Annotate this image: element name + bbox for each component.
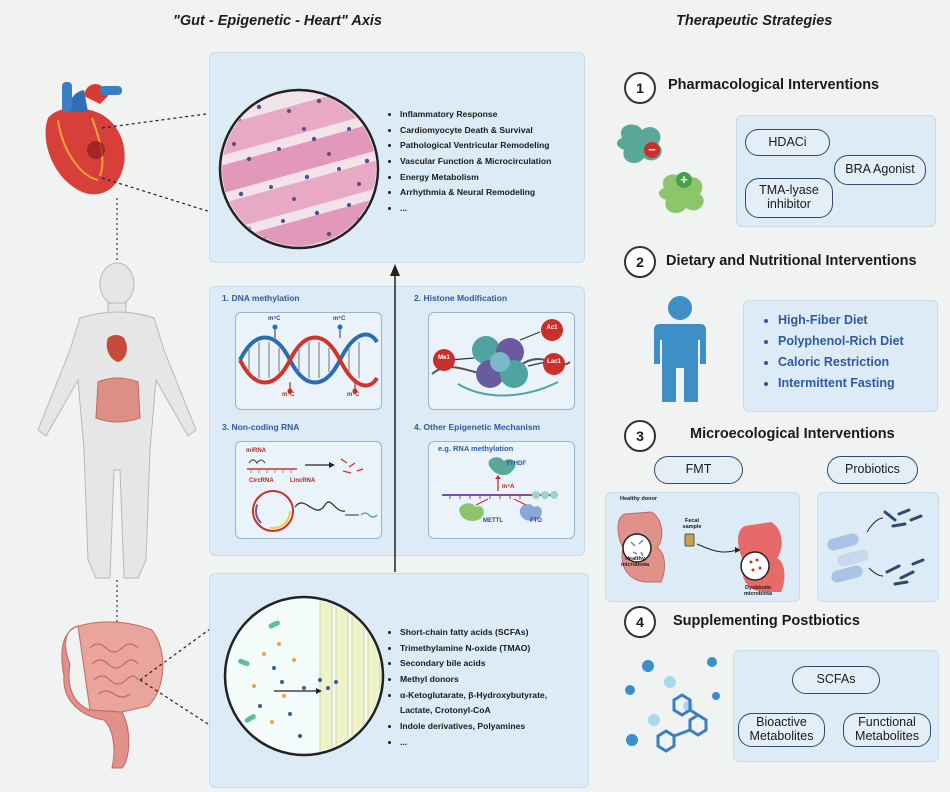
hdaci-pill: HDACi bbox=[745, 129, 830, 156]
left-title: "Gut - Epigenetic - Heart" Axis bbox=[173, 13, 382, 29]
myocardium-histology-icon bbox=[218, 88, 380, 250]
heart-effect-item: Energy Metabolism bbox=[400, 172, 580, 183]
metabolite-item: α-Ketoglutarate, β-Hydroxybutyrate, bbox=[400, 690, 586, 701]
strategy-1-title: Pharmacological Interventions bbox=[668, 77, 880, 93]
histone-mark-me1: Me1 bbox=[438, 355, 450, 361]
heart-effect-item: Vascular Function & Microcirculation bbox=[400, 156, 580, 167]
diet-item: Intermittent Fasting bbox=[778, 376, 904, 390]
diet-item: High-Fiber Diet bbox=[778, 313, 904, 327]
heart-effect-item: Arrhythmia & Neural Remodeling bbox=[400, 187, 580, 198]
mirna-label: miRNA bbox=[246, 448, 267, 454]
dna-methylation-label: 1. DNA methylation bbox=[222, 293, 300, 303]
strategy-3-title: Microecological Interventions bbox=[690, 426, 895, 442]
dna-mark-1: m⁵C bbox=[268, 316, 281, 322]
healthy-microbiota-label: Healthy microbiota bbox=[620, 556, 650, 568]
body-heart-icon bbox=[106, 335, 127, 362]
heart-effect-item: Inflammatory Response bbox=[400, 109, 580, 120]
fmt-illustration bbox=[617, 511, 785, 592]
strategy-2-title: Dietary and Nutritional Interventions bbox=[666, 253, 917, 269]
nucleosome-icon bbox=[431, 319, 571, 397]
heart-zoom-line-bottom bbox=[101, 177, 231, 219]
heart-effects-list: Inflammatory Response Cardiomyocyte Deat… bbox=[390, 109, 580, 220]
inhibition-minus-icon: − bbox=[644, 142, 660, 158]
intestinal-lumen-icon bbox=[223, 595, 385, 757]
metabolite-item: Methyl donors bbox=[400, 674, 586, 685]
other-mechanism-label: 4. Other Epigenetic Mechanism bbox=[414, 422, 541, 432]
scfas-pill: SCFAs bbox=[792, 666, 880, 694]
metabolite-item: ... bbox=[400, 737, 586, 748]
heart-effect-item: Cardiomyocyte Death & Survival bbox=[400, 125, 580, 136]
strategy-3-number: 3 bbox=[624, 420, 656, 452]
body-intestine-icon bbox=[95, 377, 141, 423]
dysbiosis-microbiota-label: Dysbiosis microbiota bbox=[743, 585, 773, 597]
postbiotic-molecules-icon bbox=[625, 657, 720, 753]
metabolite-item: Indole derivatives, Polyamines bbox=[400, 721, 586, 732]
anatomy-illustrations bbox=[37, 82, 231, 769]
dna-helix-icon bbox=[238, 324, 379, 394]
drug-enzyme-icon bbox=[617, 124, 704, 214]
dna-mark-4: m⁵C bbox=[347, 392, 360, 398]
ncrna-label: 3. Non-coding RNA bbox=[222, 422, 300, 432]
probiotics-pill: Probiotics bbox=[827, 456, 918, 484]
intestine-icon bbox=[61, 621, 164, 769]
fmt-pill: FMT bbox=[654, 456, 743, 484]
heart-effect-item: ... bbox=[400, 203, 580, 214]
fto-label: FTO bbox=[530, 518, 542, 524]
circrna-label: CircRNA bbox=[249, 478, 274, 484]
ythdf-label: YTHDF bbox=[506, 461, 526, 467]
strategy-1-number: 1 bbox=[624, 72, 656, 104]
histone-mark-ac1: Ac1 bbox=[546, 325, 558, 331]
strategy-4-title: Supplementing Postbiotics bbox=[673, 613, 860, 629]
diet-item: Polyphenol-Rich Diet bbox=[778, 334, 904, 348]
right-title: Therapeutic Strategies bbox=[676, 13, 833, 29]
human-body-icon bbox=[37, 262, 197, 579]
lincrna-label: LincRNA bbox=[290, 478, 316, 484]
heart-effect-item: Pathological Ventricular Remodeling bbox=[400, 140, 580, 151]
dna-mark-3: m⁵C bbox=[282, 392, 295, 398]
strategy-4-number: 4 bbox=[624, 606, 656, 638]
ncrna-icon bbox=[247, 458, 378, 532]
rna-methylation-example: e.g. RNA methylation bbox=[438, 444, 514, 453]
functional-metabolites-pill: Functional Metabolites bbox=[843, 713, 931, 747]
dietary-box bbox=[743, 300, 938, 412]
rna-methylation-icon bbox=[442, 457, 558, 521]
person-icon bbox=[654, 296, 706, 402]
tma-lyase-inhibitor-pill: TMA-lyase inhibitor bbox=[745, 178, 833, 218]
metabolite-item: Short-chain fatty acids (SCFAs) bbox=[400, 627, 586, 638]
metabolite-item-continued: Lactate, Crotonyl-CoA bbox=[400, 705, 491, 716]
mettl-label: METTL bbox=[483, 518, 503, 524]
m6a-label: m⁶A bbox=[502, 484, 515, 490]
strategy-2-number: 2 bbox=[624, 246, 656, 278]
upward-arrow bbox=[390, 264, 400, 572]
activation-plus-icon: + bbox=[676, 172, 692, 188]
heart-icon bbox=[45, 82, 125, 195]
fecal-sample-label: Fecal sample bbox=[682, 518, 702, 530]
diet-item: Caloric Restriction bbox=[778, 355, 904, 369]
dietary-list: High-Fiber Diet Polyphenol-Rich Diet Cal… bbox=[762, 313, 904, 397]
healthy-donor-label: Healthy donor bbox=[620, 496, 657, 502]
bra-agonist-pill: BRA Agonist bbox=[834, 155, 926, 185]
metabolite-item: Trimethylamine N-oxide (TMAO) bbox=[400, 643, 586, 654]
probiotics-illustration bbox=[827, 508, 925, 586]
dna-mark-2: m⁵C bbox=[333, 316, 346, 322]
metabolite-item: Secondary bile acids bbox=[400, 658, 586, 669]
gut-metabolites-list: Short-chain fatty acids (SCFAs) Trimethy… bbox=[390, 627, 586, 753]
histone-mark-lac1: Lac1 bbox=[547, 359, 561, 365]
other-mechanism-box bbox=[428, 441, 575, 539]
bioactive-metabolites-pill: Bioactive Metabolites bbox=[738, 713, 825, 747]
histone-modification-label: 2. Histone Modification bbox=[414, 293, 508, 303]
